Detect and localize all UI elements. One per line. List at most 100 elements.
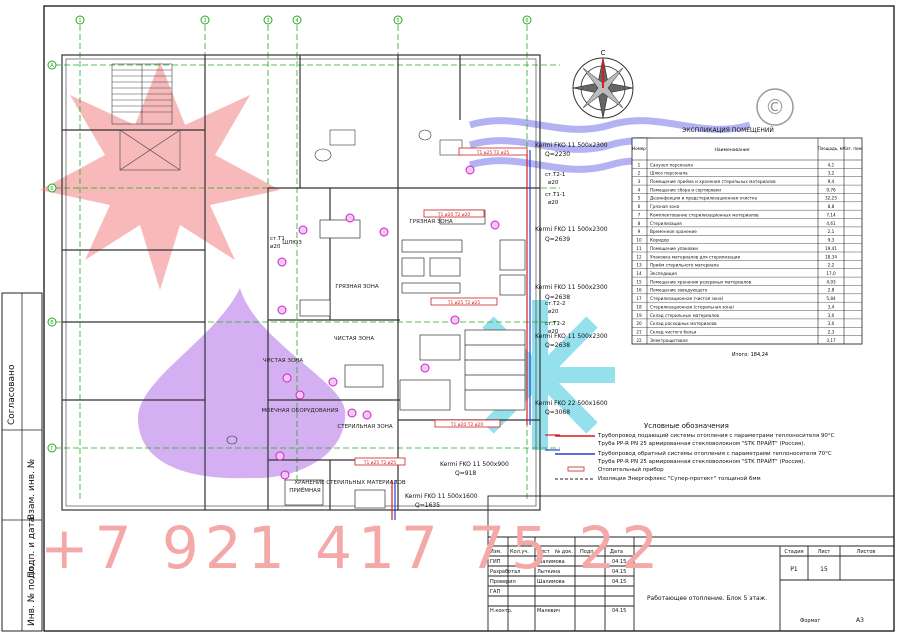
watermark-phone: +7 921 417 75 22: [40, 514, 664, 582]
explication-cell: Склад расходных материалов: [650, 321, 717, 326]
pipe-tag-5: Т1 ø25 Т2 ø25: [363, 460, 397, 466]
watermark-red-star: [40, 62, 280, 290]
explication-cell: Санузел персонала: [650, 162, 693, 167]
explication-cell: 12: [636, 254, 642, 259]
explication-cell: 10: [636, 238, 642, 243]
tb-sheet-no: 15: [820, 566, 828, 573]
explication-cell: 18: [636, 304, 642, 309]
radiator-tags: Т1 ø25 Т2 ø25 Т1 ø20 Т2 ø20 Т1 ø25 Т2 ø2…: [354, 147, 528, 466]
unit-markers: [275, 165, 500, 480]
explication-cell: Помещение упаковки: [650, 246, 698, 251]
room-dirty-zone: ГРЯЗНАЯ ЗОНА: [335, 284, 378, 290]
return-pipes: [394, 150, 560, 520]
tb-name-3: Шалимова: [537, 579, 565, 585]
riser-5-d: ø20: [270, 244, 281, 250]
room-sterile: СТЕРИЛЬНАЯ ЗОНА: [337, 424, 392, 430]
explication-cell: Стерилизация: [650, 221, 682, 226]
tb-col-izm: Изм.: [490, 549, 502, 555]
room-cooking-zone: ГРЯЗНАЯ ЗОНА: [409, 219, 452, 225]
riser-3-d: ø20: [548, 309, 559, 315]
explication-cell: 13: [636, 263, 642, 268]
explication-cell: Помещение приёма и хранения стерильных м…: [650, 179, 776, 184]
side-agreed-label: Согласовано: [7, 364, 17, 425]
side-replace-label: Взам. инв. №: [27, 459, 37, 520]
copyright-mark: ©: [765, 95, 785, 119]
radiator-1-q: Q=2230: [545, 151, 570, 158]
explication-cell: 9,4: [828, 179, 835, 184]
explication-cell: 5,84: [826, 296, 836, 301]
tb-role-4: ГАП: [490, 589, 500, 595]
explication-cell: 22: [636, 338, 642, 343]
explication-cell: Дезинфекция и предстерилизационная очист…: [650, 196, 758, 201]
tb-col-doc: № док.: [555, 549, 573, 555]
radiator-5-q: Q=3068: [545, 409, 570, 416]
explication-cell: 3,0: [828, 313, 835, 318]
explication-cell: Шлюз персонала: [650, 171, 688, 176]
explication-cell: 8,8: [828, 204, 835, 209]
riser-3-label: ст.Т2-2: [545, 301, 565, 307]
explication-cell: Стерилизационная (чистая зона): [650, 296, 724, 301]
explication-cell: 8: [638, 221, 641, 226]
explication-cell: 14: [636, 271, 642, 276]
stairwell: [111, 63, 181, 171]
tb-col-kol: Кол.уч.: [510, 549, 529, 555]
explication-cell: Грязная зона: [650, 204, 680, 209]
legend-return: Трубопровод обратный системы отопления с…: [597, 450, 832, 457]
grid-axis-markers: 1 2 3 4 5 6 А Б В Г: [47, 15, 532, 453]
side-sign-label: Подп. и дата: [27, 517, 37, 578]
explication-cell: 9,3: [828, 238, 835, 243]
compass-north-label: С: [601, 49, 606, 57]
legend-return-2: Труба PP-R PN 25 армированная стекловоло…: [597, 458, 805, 465]
explication-cell: 2,1: [828, 229, 835, 234]
row-A: А: [50, 63, 54, 69]
radiator-6-label: Kermi FKO 11 500x900: [440, 461, 509, 468]
explication-cell: 6: [638, 204, 641, 209]
riser-4-label: ст.Т1-2: [545, 321, 565, 327]
title-block: [487, 495, 895, 632]
riser-2-label: ст.Т1-1: [545, 192, 565, 198]
explication-cell: 19: [636, 313, 642, 318]
room-clean-zone-2: ЧИСТАЯ ЗОНА: [263, 358, 303, 364]
explication-cell: Комплектование стерилизационных материал…: [650, 212, 759, 217]
tb-role-5: Н.контр.: [490, 608, 513, 614]
explication-cell: 19,41: [825, 246, 837, 251]
explication-cell: 15: [636, 279, 642, 284]
explication-cell: Экспедиция: [650, 271, 677, 276]
axis-3: 3: [266, 18, 269, 24]
compass-rose: С: [572, 49, 634, 119]
explication-cell: 17: [636, 296, 642, 301]
radiator-4-label: Kermi FKO 11 500x2300: [535, 333, 608, 340]
explication-cell: 16: [636, 288, 642, 293]
tb-sheets-label: Листов: [857, 549, 876, 555]
explication-title: ЭКСПЛИКАЦИЯ ПОМЕЩЕНИЙ: [682, 127, 774, 134]
explication-cell: 20: [636, 321, 642, 326]
explication-cell: Склад стерильных материалов: [650, 313, 720, 318]
radiator-7-q: Q=1635: [415, 502, 440, 509]
radiator-2-q: Q=2639: [545, 236, 570, 243]
axis-6: 6: [525, 18, 528, 24]
explication-cell: 18,34: [825, 254, 837, 259]
exp-h-0: Номер: [632, 146, 646, 151]
legend-supply-2: Труба PP-R PN 25 армированная стекловоло…: [597, 440, 805, 447]
explication-table: ЭКСПЛИКАЦИЯ ПОМЕЩЕНИЙ Номер Наименование…: [631, 127, 863, 358]
tb-stage: Р1: [790, 566, 798, 573]
explication-cell: 3,2: [828, 171, 835, 176]
tb-name-1: Шалимова: [537, 559, 565, 565]
explication-cell: 11: [636, 246, 642, 251]
legend: Условные обозначения Трубопровод подающи…: [555, 422, 835, 482]
riser-4-d: ø20: [548, 329, 559, 335]
tb-col-data: Дата: [610, 549, 623, 555]
room-clean-zone: ЧИСТАЯ ЗОНА: [334, 336, 374, 342]
tb-name-5: Малевич: [537, 608, 560, 614]
tb-date-5: 04.15: [612, 608, 626, 614]
supply-pipes: [391, 150, 560, 520]
radiator-2-label: Kermi FKO 11 500x2300: [535, 226, 608, 233]
explication-cell: Временное хранение: [650, 229, 697, 234]
side-inv-label: Инв. № подл.: [27, 564, 37, 626]
tb-format-label: Формат: [800, 618, 820, 624]
exp-h-2: Площадь, м²: [818, 146, 845, 151]
axis-2: 2: [203, 18, 206, 24]
explication-cell: 17,0: [826, 271, 836, 276]
radiator-6-q: Q=918: [455, 470, 476, 477]
